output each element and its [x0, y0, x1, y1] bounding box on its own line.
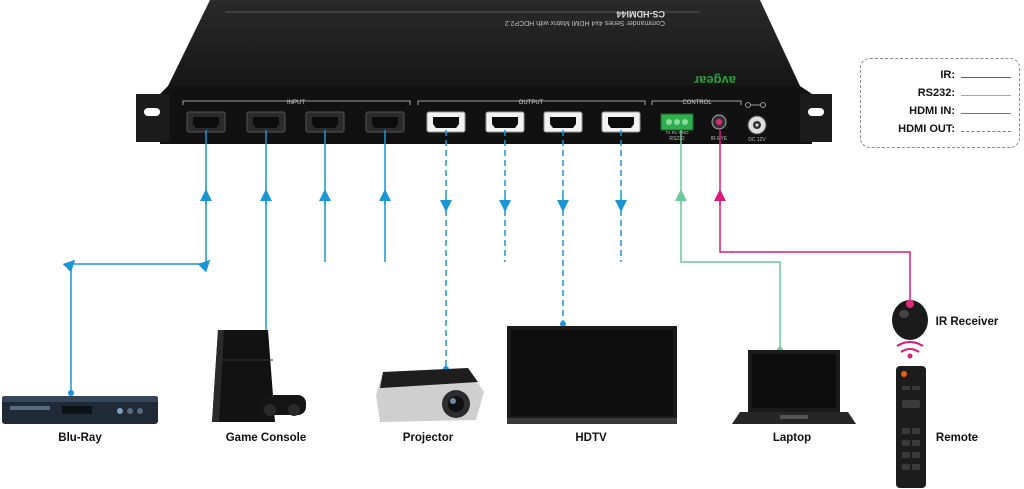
legend-hdmi-in: HDMI IN: — [861, 105, 1019, 121]
matrix-switcher: CS-HDMI44 Commander Series 4x4 HDMI Matr… — [136, 0, 832, 144]
legend-hdmi-in-swatch — [961, 113, 1011, 114]
projector-icon — [376, 368, 484, 422]
model-label: CS-HDMI44 — [616, 9, 665, 19]
control-section-label: CONTROL — [682, 100, 712, 106]
legend-ir: IR: — [861, 69, 1019, 85]
bluray-player-icon — [2, 396, 158, 424]
dc-label: DC 12V — [748, 137, 766, 143]
legend-rs232: RS232: — [861, 87, 1019, 103]
game-console-icon — [212, 330, 306, 422]
hdmi-input-port-3-slot — [312, 117, 338, 128]
ir-signal-icon — [896, 341, 924, 359]
laptop-icon — [732, 350, 856, 424]
rs232-line — [680, 130, 781, 350]
remote-icon — [896, 366, 926, 488]
label-remote: Remote — [935, 432, 979, 444]
label-ir-receiver: IR Receiver — [935, 316, 999, 328]
hdmi-output-port-1-slot — [433, 117, 459, 128]
legend-hdmi-out-label: HDMI OUT: — [898, 123, 955, 135]
hdmi-output-port-2-slot — [492, 117, 518, 128]
brand-logo: avgear — [694, 73, 736, 88]
hdmi-input-port-1-slot — [193, 117, 219, 128]
legend-hdmi-in-label: HDMI IN: — [909, 105, 955, 117]
legend-hdmi-out: HDMI OUT: — [861, 123, 1019, 139]
rs232-pin-label: Tx Rx GND — [666, 130, 690, 135]
hdmi-input-port-2-slot — [253, 117, 279, 128]
hdmi-output-port-3-slot — [550, 117, 576, 128]
legend-rs232-label: RS232: — [917, 87, 955, 99]
rack-ear-right — [800, 94, 832, 142]
legend-box: IR: RS232: HDMI IN: HDMI OUT: — [860, 58, 1020, 148]
legend-ir-swatch — [961, 77, 1011, 78]
input-section-label: INPUT — [287, 100, 305, 106]
ir-line — [719, 130, 911, 300]
hdmi-output-port-4-slot — [608, 117, 634, 128]
hdmi-in-line-bluray — [62, 130, 211, 393]
model-subtitle: Commander Series 4x4 HDMI Matrix with HD… — [505, 19, 665, 26]
output-section-label: OUTPUT — [519, 100, 544, 106]
hdtv-icon — [507, 326, 677, 424]
rs232-label: RS232 — [669, 136, 685, 142]
legend-rs232-swatch — [961, 95, 1011, 96]
label-hdtv: HDTV — [575, 432, 607, 444]
legend-ir-label: IR: — [940, 69, 955, 81]
legend-hdmi-out-swatch — [961, 131, 1011, 132]
label-projector: Projector — [402, 432, 454, 444]
rack-ear-left — [136, 94, 170, 142]
hdmi-input-port-4-slot — [372, 117, 398, 128]
label-game-console: Game Console — [225, 432, 307, 444]
label-bluray: Blu-Ray — [58, 432, 102, 444]
label-laptop: Laptop — [772, 432, 812, 444]
ir-receiver-icon — [892, 300, 928, 340]
